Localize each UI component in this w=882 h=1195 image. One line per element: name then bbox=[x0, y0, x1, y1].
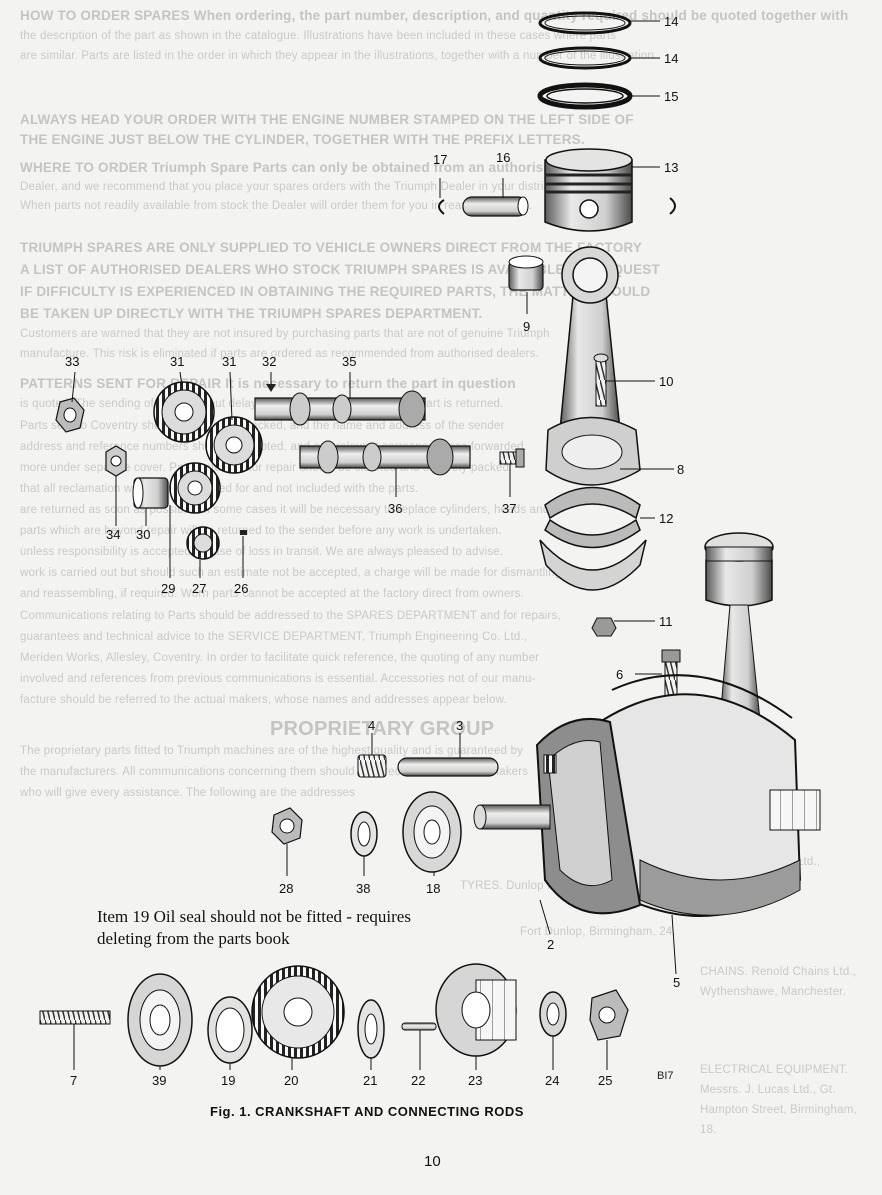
callout-10: 10 bbox=[659, 374, 673, 389]
callout-7: 7 bbox=[70, 1073, 77, 1088]
callout-12: 12 bbox=[659, 511, 673, 526]
callout-39: 39 bbox=[152, 1073, 166, 1088]
callout-19: 19 bbox=[221, 1073, 235, 1088]
connecting-rod-cap bbox=[539, 539, 647, 591]
callout-15: 15 bbox=[664, 89, 678, 104]
callout-38: 38 bbox=[356, 881, 370, 896]
callout-26: 26 bbox=[234, 581, 248, 596]
callout-14: 14 bbox=[664, 14, 678, 29]
oil-seal-note: Item 19 Oil seal should not be fitted - … bbox=[97, 906, 437, 950]
note-line: Item 19 Oil seal should not be fitted - … bbox=[97, 907, 411, 926]
shaft-3 bbox=[397, 757, 499, 777]
washer-21 bbox=[357, 999, 385, 1059]
key-32 bbox=[266, 384, 276, 392]
callout-17: 17 bbox=[433, 152, 447, 167]
washer-38 bbox=[350, 811, 378, 857]
nut-33 bbox=[55, 397, 85, 433]
nut-11 bbox=[591, 617, 617, 637]
callout-24: 24 bbox=[545, 1073, 559, 1088]
callout-32: 32 bbox=[262, 354, 276, 369]
callout-34: 34 bbox=[106, 527, 120, 542]
figure-caption: Fig. 1. CRANKSHAFT AND CONNECTING RODS bbox=[210, 1104, 524, 1119]
intermediate-gear-29 bbox=[169, 462, 221, 514]
callout-36: 36 bbox=[388, 501, 402, 516]
pinion-27 bbox=[186, 526, 220, 560]
callout-27: 27 bbox=[192, 581, 206, 596]
lock-washer-24 bbox=[539, 991, 567, 1037]
drawing-code: BI7 bbox=[657, 1070, 674, 1082]
callout-31: 31 bbox=[170, 354, 184, 369]
big-end-shells-12 bbox=[544, 486, 641, 549]
callout-3: 3 bbox=[456, 718, 463, 733]
nut-34 bbox=[105, 445, 127, 477]
nut-25 bbox=[589, 989, 629, 1041]
big-end-bolt-10 bbox=[593, 353, 609, 407]
callout-22: 22 bbox=[411, 1073, 425, 1088]
callout-4: 4 bbox=[368, 718, 375, 733]
small-end-bush-9 bbox=[508, 255, 544, 291]
piston-ring-14b bbox=[538, 46, 632, 70]
timing-gear-31b bbox=[205, 416, 263, 474]
camshaft-35 bbox=[254, 390, 426, 428]
callout-33: 33 bbox=[65, 354, 79, 369]
circlip-17 bbox=[438, 197, 676, 215]
camshaft-36 bbox=[299, 438, 471, 476]
piston-ring-14a bbox=[538, 11, 632, 35]
callout-9: 9 bbox=[523, 319, 530, 334]
piston-13 bbox=[544, 148, 633, 232]
piston-ring-15 bbox=[537, 82, 633, 110]
plug-4 bbox=[357, 754, 387, 778]
ball-bearing-18 bbox=[402, 791, 462, 873]
key-22 bbox=[401, 1022, 437, 1031]
callout-23: 23 bbox=[468, 1073, 482, 1088]
callout-13: 13 bbox=[664, 160, 678, 175]
callout-37: 37 bbox=[502, 501, 516, 516]
callout-14: 14 bbox=[664, 51, 678, 66]
callout-16: 16 bbox=[496, 150, 510, 165]
screw-37 bbox=[499, 448, 525, 468]
callout-28: 28 bbox=[279, 881, 293, 896]
key-26 bbox=[240, 530, 247, 535]
callout-20: 20 bbox=[284, 1073, 298, 1088]
nut-28 bbox=[271, 807, 303, 845]
callout-30: 30 bbox=[136, 527, 150, 542]
flywheel-5 bbox=[601, 674, 821, 917]
callout-2: 2 bbox=[547, 937, 554, 952]
callout-31: 31 bbox=[222, 354, 236, 369]
stud-7 bbox=[39, 1010, 111, 1025]
bolt-6 bbox=[661, 649, 681, 705]
crankshaft-2 bbox=[473, 718, 642, 915]
assembled-piston-rod bbox=[704, 532, 774, 721]
callout-21: 21 bbox=[363, 1073, 377, 1088]
leader-lines bbox=[71, 20, 677, 1070]
callout-25: 25 bbox=[598, 1073, 612, 1088]
connecting-rod-8 bbox=[545, 246, 641, 486]
timing-gear-31a bbox=[153, 381, 215, 443]
bush-30 bbox=[132, 477, 169, 509]
page-number: 10 bbox=[424, 1153, 441, 1170]
oil-seal-19 bbox=[207, 996, 253, 1064]
callout-6: 6 bbox=[616, 667, 623, 682]
callout-29: 29 bbox=[161, 581, 175, 596]
callout-5: 5 bbox=[673, 975, 680, 990]
callout-11: 11 bbox=[659, 614, 673, 629]
gudgeon-pin-16 bbox=[462, 196, 529, 217]
sprocket-20 bbox=[251, 965, 345, 1059]
callout-8: 8 bbox=[677, 462, 684, 477]
callout-35: 35 bbox=[342, 354, 356, 369]
callout-18: 18 bbox=[426, 881, 440, 896]
shock-absorber-23 bbox=[435, 963, 517, 1057]
roller-bearing-39 bbox=[127, 973, 193, 1067]
note-line: deleting from the parts book bbox=[97, 929, 290, 948]
